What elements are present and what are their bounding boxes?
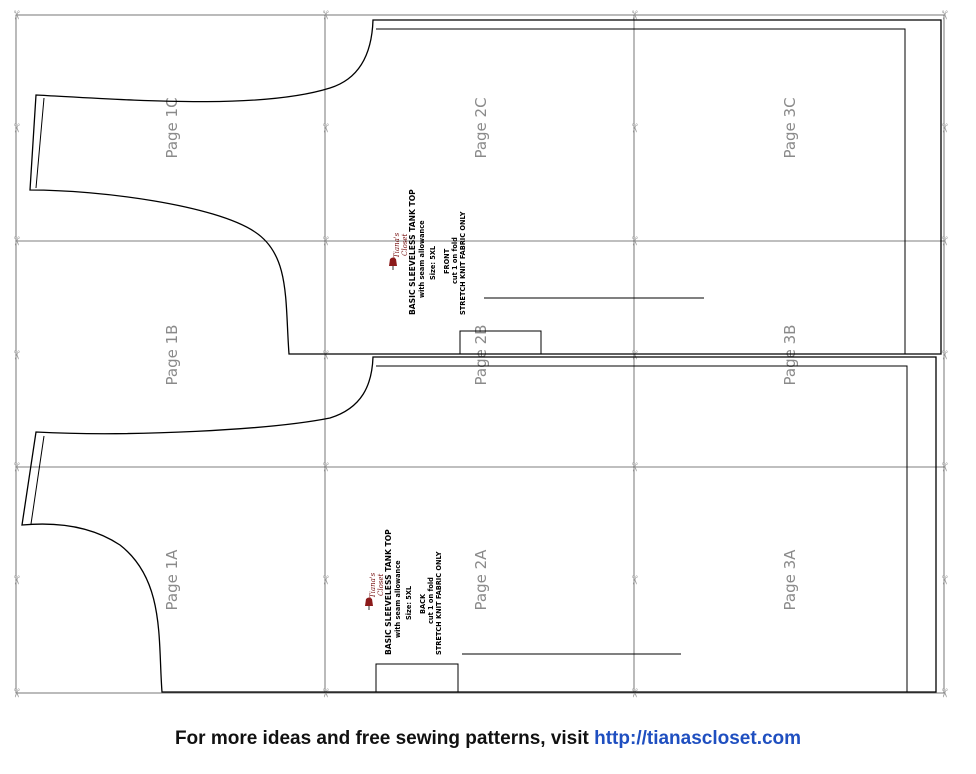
scissors-icon: ✂	[319, 350, 333, 360]
back-logo: Tiana's Closet	[365, 572, 385, 610]
front-instruction: cut 1 on fold	[451, 237, 459, 284]
scissors-icon: ✂	[10, 10, 24, 20]
back-title: BASIC SLEEVELESS TANK TOP	[384, 529, 393, 655]
front-title: BASIC SLEEVELESS TANK TOP	[408, 189, 417, 315]
scissors-icon: ✂	[10, 350, 24, 360]
back-fabric-note: STRETCH KNIT FABRIC ONLY	[435, 551, 443, 655]
scissors-icon: ✂	[10, 462, 24, 472]
back-logo-line2: Closet	[377, 573, 385, 596]
page-label-3a: Page 3A	[781, 549, 799, 611]
page-label-2a: Page 2A	[472, 549, 490, 611]
scissors-icon: ✂	[319, 575, 333, 585]
scissors-icon: ✂	[319, 123, 333, 133]
scissors-icon: ✂	[10, 236, 24, 246]
front-piece-outline	[29, 19, 942, 355]
scissors-icon: ✂	[938, 688, 952, 698]
scissors-icon: ✂	[938, 462, 952, 472]
footer-text: For more ideas and free sewing patterns,…	[174, 728, 595, 749]
back-piece-name: BACK	[419, 593, 427, 614]
front-logo-line2: Closet	[401, 233, 409, 256]
scissors-icon: ✂	[938, 123, 952, 133]
front-hem-notch	[459, 330, 542, 355]
scissors-icon: ✂	[10, 688, 24, 698]
scissors-icon: ✂	[628, 10, 642, 20]
page-label-1c: Page 1C	[163, 97, 181, 158]
cut-marks: ✂ ✂ ✂ ✂ ✂ ✂ ✂ ✂ ✂ ✂ ✂ ✂ ✂ ✂ ✂ ✂ ✂ ✂ ✂ ✂ ✂ ✂ ✂ ✂ ✂ ✂ ✂ ✂	[10, 10, 952, 698]
scissors-icon: ✂	[319, 10, 333, 20]
scissors-icon: ✂	[938, 236, 952, 246]
back-info-block: Tiana's Closet BASIC SLEEVELESS TANK TOP…	[365, 529, 443, 655]
scissors-icon: ✂	[319, 688, 333, 698]
scissors-icon: ✂	[319, 236, 333, 246]
dress-form-icon	[389, 257, 397, 270]
scissors-icon: ✂	[938, 10, 952, 20]
scissors-icon: ✂	[10, 575, 24, 585]
page-label-1a: Page 1A	[163, 549, 181, 611]
front-size: Size: 5XL	[429, 245, 437, 280]
back-size: Size: 5XL	[405, 585, 413, 620]
back-instruction: cut 1 on fold	[427, 577, 435, 624]
page-labels: Page 1C Page 2C Page 3C Page 1B Page 2B …	[163, 97, 799, 610]
page-label-3b: Page 3B	[781, 325, 799, 386]
scissors-icon: ✂	[628, 688, 642, 698]
front-logo-line1: Tiana's	[393, 232, 401, 258]
front-info-block: Tiana's Closet BASIC SLEEVELESS TANK TOP…	[389, 189, 467, 315]
front-piece-name: FRONT	[443, 248, 451, 274]
dress-form-icon	[365, 597, 373, 610]
page-border	[15, 14, 945, 694]
footer-link[interactable]: http://tianascloset.com	[594, 728, 802, 749]
front-fabric-note: STRETCH KNIT FABRIC ONLY	[459, 211, 467, 315]
scissors-icon: ✂	[319, 462, 333, 472]
back-hem-notch	[375, 663, 459, 693]
front-logo: Tiana's Closet	[389, 232, 409, 270]
page-label-3c: Page 3C	[781, 97, 799, 158]
back-piece-outline	[21, 356, 937, 693]
scissors-icon: ✂	[10, 123, 24, 133]
scissors-icon: ✂	[628, 350, 642, 360]
page-label-2c: Page 2C	[472, 97, 490, 158]
scissors-icon: ✂	[938, 575, 952, 585]
scissors-icon: ✂	[628, 236, 642, 246]
scissors-icon: ✂	[938, 350, 952, 360]
back-subtitle: with seam allowance	[394, 560, 402, 638]
scissors-icon: ✂	[628, 575, 642, 585]
page-label-2b: Page 2B	[472, 325, 490, 386]
page-label-1b: Page 1B	[163, 325, 181, 386]
scissors-icon: ✂	[628, 462, 642, 472]
back-logo-line1: Tiana's	[369, 572, 377, 598]
scissors-icon: ✂	[628, 123, 642, 133]
front-subtitle: with seam allowance	[418, 220, 426, 298]
footer: For more ideas and free sewing patterns,…	[0, 728, 976, 750]
